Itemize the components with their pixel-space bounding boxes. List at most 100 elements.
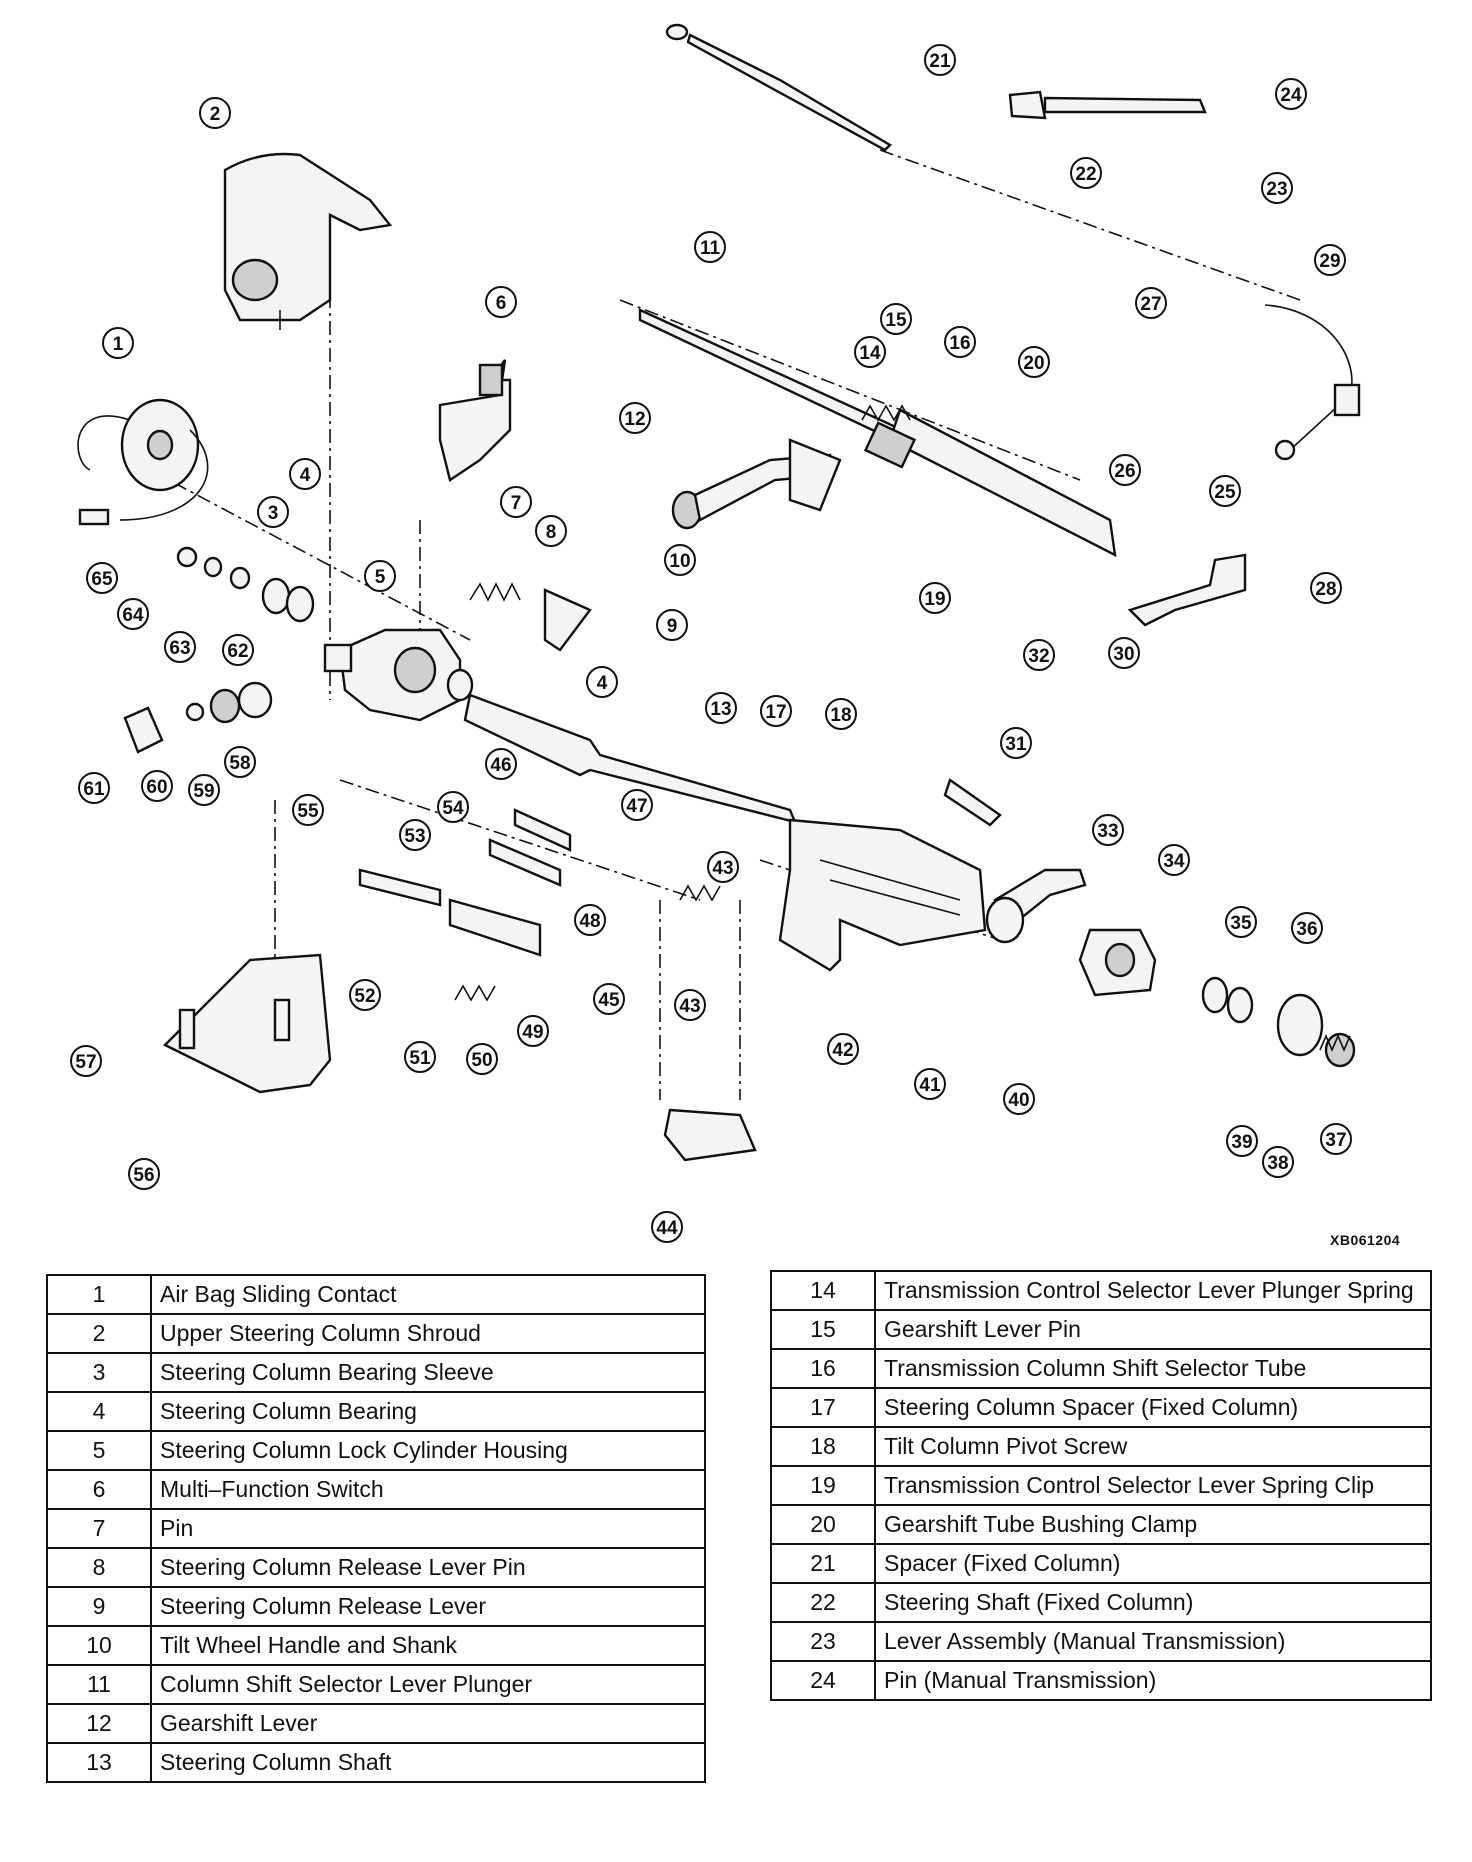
callout-number: 18 — [830, 705, 851, 726]
callout-15: 15 — [880, 303, 912, 335]
callout-59: 59 — [188, 774, 220, 806]
callout-number: 49 — [522, 1022, 543, 1043]
callout-49: 49 — [517, 1015, 549, 1047]
callout-number: 4 — [597, 673, 608, 694]
callout-number: 45 — [598, 990, 620, 1011]
callout-number: 41 — [919, 1075, 941, 1096]
callout-24: 24 — [1275, 78, 1307, 110]
callout-40: 40 — [1003, 1083, 1035, 1115]
part-name: Multi–Function Switch — [150, 1469, 706, 1510]
callout-52: 52 — [349, 979, 381, 1011]
part-name: Tilt Wheel Handle and Shank — [150, 1625, 706, 1666]
part-name: Upper Steering Column Shroud — [150, 1313, 706, 1354]
callout-30: 30 — [1108, 637, 1140, 669]
callout-number: 10 — [669, 551, 690, 572]
callout-number: 52 — [354, 986, 375, 1007]
callout-46: 46 — [485, 748, 517, 780]
callout-6: 6 — [485, 286, 517, 318]
callout-number: 64 — [122, 605, 144, 626]
callout-number: 58 — [229, 753, 250, 774]
callout-number: 17 — [765, 702, 786, 723]
callout-45: 45 — [593, 983, 625, 1015]
callout-number: 7 — [511, 493, 522, 514]
callout-44: 44 — [651, 1211, 683, 1243]
transmission-column-shift-selector-tube — [638, 308, 1117, 558]
callout-9: 9 — [656, 609, 688, 641]
callout-33: 33 — [1092, 814, 1124, 846]
callout-61: 61 — [78, 772, 110, 804]
callout-number: 42 — [832, 1040, 853, 1061]
drawing-reference-code: XB061204 — [1330, 1232, 1401, 1248]
column-lower-housing — [778, 818, 987, 972]
callout-number: 56 — [133, 1165, 154, 1186]
callout-42: 42 — [827, 1033, 859, 1065]
part-number: 12 — [46, 1703, 152, 1744]
housing-34 — [1078, 928, 1157, 997]
callout-number: 22 — [1075, 164, 1096, 185]
bracket-28 — [1127, 553, 1247, 627]
steering-shaft-fixed-column — [1008, 90, 1207, 120]
part-number: 6 — [46, 1469, 152, 1510]
callout-number: 47 — [626, 796, 647, 817]
callout-number: 11 — [700, 238, 721, 259]
steering-column-lock-cylinder-housing — [323, 628, 462, 722]
callout-39: 39 — [1226, 1125, 1258, 1157]
callout-number: 61 — [83, 779, 105, 800]
part-name: Steering Column Shaft — [150, 1742, 706, 1783]
callout-55: 55 — [292, 794, 324, 826]
callout-28: 28 — [1310, 572, 1342, 604]
part-name: Steering Column Release Lever Pin — [150, 1547, 706, 1588]
part-number: 11 — [46, 1664, 152, 1705]
callout-64: 64 — [117, 598, 149, 630]
callout-13: 13 — [705, 692, 737, 724]
springs — [454, 404, 1351, 1053]
callout-number: 55 — [297, 801, 319, 822]
callout-54: 54 — [437, 791, 469, 823]
callout-number: 59 — [193, 781, 214, 802]
callout-8: 8 — [535, 515, 567, 547]
part-name: Pin (Manual Transmission) — [874, 1660, 1432, 1701]
part-number: 5 — [46, 1430, 152, 1471]
part-number: 15 — [770, 1309, 876, 1350]
part-number: 24 — [770, 1660, 876, 1701]
callout-number: 34 — [1163, 851, 1185, 872]
gearshift-lever — [671, 438, 842, 530]
part-number: 19 — [770, 1465, 876, 1506]
callout-12: 12 — [619, 402, 651, 434]
part-name: Steering Column Bearing — [150, 1391, 706, 1432]
callout-number: 26 — [1114, 461, 1135, 482]
callout-21: 21 — [924, 44, 956, 76]
callout-number: 46 — [490, 755, 511, 776]
callout-23: 23 — [1261, 172, 1293, 204]
callout-17: 17 — [760, 695, 792, 727]
part-name: Column Shift Selector Lever Plunger — [150, 1664, 706, 1705]
callout-62: 62 — [222, 634, 254, 666]
callout-number: 40 — [1008, 1090, 1029, 1111]
callout-number: 23 — [1266, 179, 1287, 200]
callout-number: 16 — [949, 333, 970, 354]
callout-14: 14 — [854, 336, 886, 368]
part-number: 9 — [46, 1586, 152, 1627]
callout-number: 36 — [1296, 919, 1317, 940]
callout-number: 5 — [375, 567, 386, 588]
air-bag-sliding-contact — [77, 398, 209, 526]
upper-steering-column-shroud — [223, 152, 393, 330]
callout-29: 29 — [1314, 244, 1346, 276]
callout-number: 27 — [1140, 294, 1161, 315]
part-number: 3 — [46, 1352, 152, 1393]
callout-65: 65 — [86, 562, 118, 594]
callout-5: 5 — [364, 560, 396, 592]
callout-number: 62 — [227, 641, 248, 662]
callout-37: 37 — [1320, 1123, 1352, 1155]
